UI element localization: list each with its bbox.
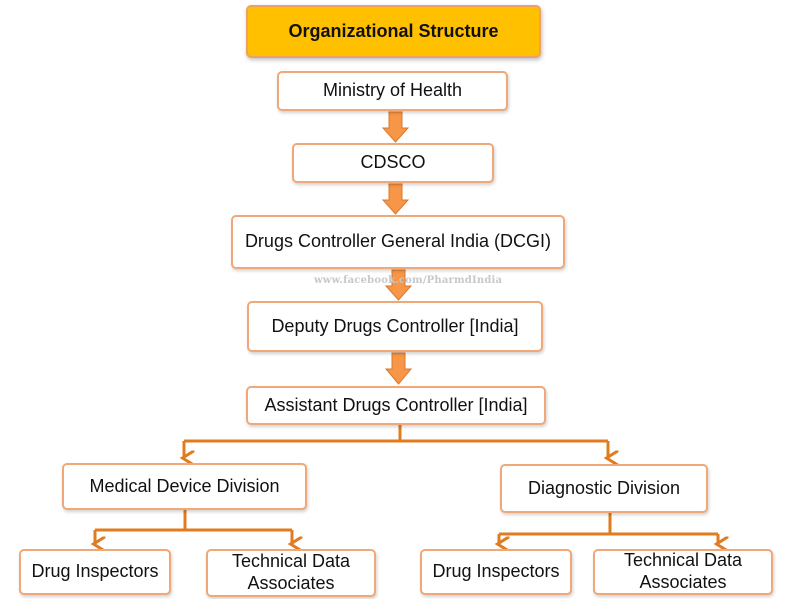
node-right-tda-line1: Technical Data xyxy=(623,550,743,571)
node-deputy-drugs-controller: Deputy Drugs Controller [India] xyxy=(247,301,543,352)
block-arrow-cdsco-dcgi xyxy=(381,183,410,215)
node-right-inspectors-label: Drug Inspectors xyxy=(432,561,560,582)
node-left-drug-inspectors: Drug Inspectors xyxy=(19,549,171,595)
node-diagnostic-label: Diagnostic Division xyxy=(527,477,681,498)
node-deputy-label: Deputy Drugs Controller [India] xyxy=(271,315,519,336)
node-dcgi-label: Drugs Controller General India (DCGI) xyxy=(244,231,552,252)
chart-title: Organizational Structure xyxy=(246,5,541,58)
node-left-inspectors-label: Drug Inspectors xyxy=(31,561,159,582)
node-medical-device-label: Medical Device Division xyxy=(89,475,280,496)
node-right-tda-line2: Associates xyxy=(639,572,727,592)
node-diagnostic-division: Diagnostic Division xyxy=(500,464,708,513)
node-right-drug-inspectors: Drug Inspectors xyxy=(420,549,572,595)
node-cdsco-label: CDSCO xyxy=(360,152,426,173)
chart-title-text: Organizational Structure xyxy=(288,20,499,41)
watermark: www.facebook.com/PharmdIndia xyxy=(314,275,503,286)
node-left-tda-line2: Associates xyxy=(247,573,335,593)
node-ministry-of-health: Ministry of Health xyxy=(277,71,508,111)
node-dcgi: Drugs Controller General India (DCGI) xyxy=(231,215,565,269)
block-arrow-deputy-assistant xyxy=(384,352,413,385)
connector-diagnostic-children xyxy=(499,513,718,544)
node-left-technical-data-associates: Technical Data Associates xyxy=(206,549,376,597)
node-ministry-label: Ministry of Health xyxy=(322,80,463,101)
node-assistant-label: Assistant Drugs Controller [India] xyxy=(264,394,528,415)
node-medical-device-division: Medical Device Division xyxy=(62,463,307,510)
node-right-technical-data-associates: Technical Data Associates xyxy=(593,549,773,595)
connector-assistant-divisions xyxy=(184,425,608,458)
block-arrow-ministry-cdsco xyxy=(381,111,410,143)
node-cdsco: CDSCO xyxy=(292,143,494,183)
node-assistant-drugs-controller: Assistant Drugs Controller [India] xyxy=(246,386,546,425)
node-left-tda-line1: Technical Data xyxy=(231,551,351,572)
connector-medical-children xyxy=(95,510,292,544)
